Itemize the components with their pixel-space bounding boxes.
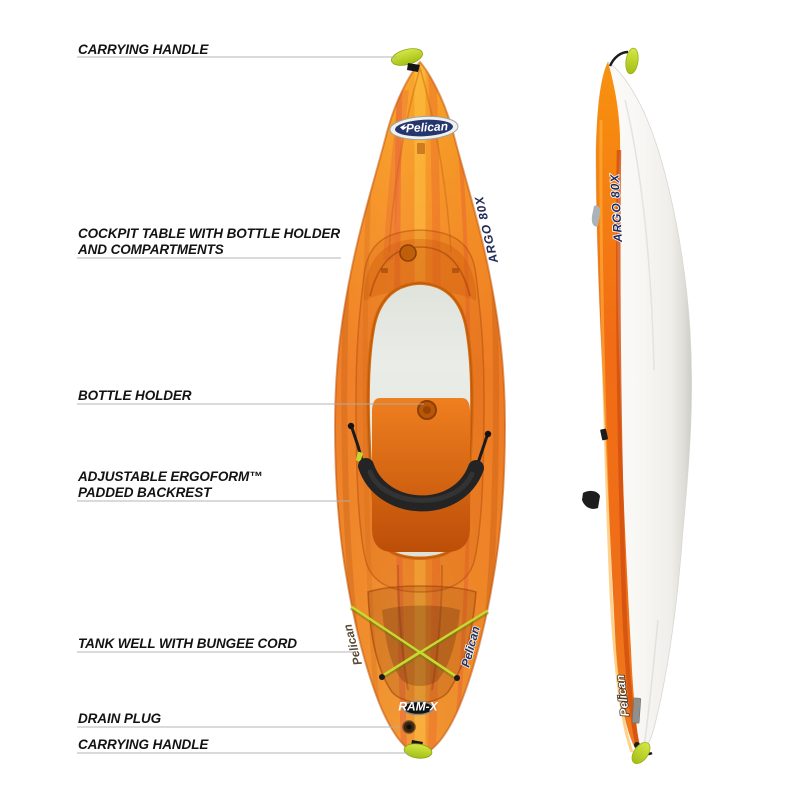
- pelican-logo-text: Pelican: [406, 119, 449, 135]
- cockpit-opening-shadow: [367, 282, 473, 559]
- deck-stripe-highlight: [599, 119, 634, 753]
- label-line: ADJUSTABLE ERGOFORM™: [78, 469, 263, 484]
- stern-deck-ridges: [397, 564, 443, 691]
- feature-label-adjustable-backrest: ADJUSTABLE ERGOFORM™ PADDED BACKREST: [78, 469, 263, 501]
- cockpit-table: [364, 239, 476, 301]
- label-line: TANK WELL WITH BUNGEE CORD: [78, 636, 297, 651]
- bow-deck-ridges: [388, 67, 452, 253]
- hull-crease-lower: [643, 619, 659, 747]
- cockpit-table-edge: [591, 205, 601, 227]
- label-line: DRAIN PLUG: [78, 711, 161, 726]
- bow-deck-fitting: [417, 143, 425, 154]
- feature-label-tank-well: TANK WELL WITH BUNGEE CORD: [78, 636, 297, 652]
- feature-label-drain-plug: DRAIN PLUG: [78, 711, 161, 727]
- pelican-logo: Pelican: [389, 115, 459, 141]
- bungee-cord: [350, 605, 489, 681]
- model-decal-side-view: ARGO 80X: [607, 173, 625, 243]
- label-line: BOTTLE HOLDER: [78, 388, 192, 403]
- leader-lines: [77, 56, 424, 754]
- carrying-handle-stern: [403, 740, 433, 759]
- ergoform-backrest: [347, 422, 492, 512]
- bungee-anchor-right: [454, 675, 460, 681]
- deck-stripe-shadow: [616, 149, 643, 756]
- hull-crease-upper: [624, 99, 655, 371]
- backrest-clip: [355, 451, 363, 462]
- feature-label-cockpit-table: COCKPIT TABLE WITH BOTTLE HOLDER AND COM…: [78, 226, 340, 258]
- hull-tag: [631, 697, 642, 724]
- ramx-badge: RAM-X: [398, 700, 439, 716]
- side-handle-bow: [608, 47, 639, 75]
- feature-label-carrying-handle-bottom: CARRYING HANDLE: [78, 737, 208, 753]
- label-line: PADDED BACKREST: [78, 485, 212, 500]
- bungee-anchor-left: [379, 674, 385, 680]
- table-bottle-holder: [399, 244, 417, 262]
- label-line: CARRYING HANDLE: [78, 42, 209, 57]
- side-backrest: [582, 428, 608, 509]
- pelican-bird-icon: [399, 123, 409, 131]
- kayak-side-view: ARGO 80X Pelican: [582, 47, 692, 765]
- feature-label-bottle-holder: BOTTLE HOLDER: [78, 388, 192, 404]
- label-line: CARRYING HANDLE: [78, 737, 209, 752]
- tank-well: [367, 585, 477, 704]
- side-handle-stern: [631, 741, 653, 765]
- label-line: AND COMPARTMENTS: [78, 242, 224, 257]
- pelican-script-side: Pelican: [613, 674, 632, 717]
- label-line: COCKPIT TABLE WITH BOTTLE HOLDER: [78, 226, 341, 241]
- drain-plug: [402, 720, 416, 734]
- ramx-badge-text: RAM-X: [398, 700, 438, 714]
- feature-label-carrying-handle-top: CARRYING HANDLE: [78, 42, 208, 58]
- seat: [372, 398, 470, 552]
- carrying-handle-bow: [391, 48, 423, 72]
